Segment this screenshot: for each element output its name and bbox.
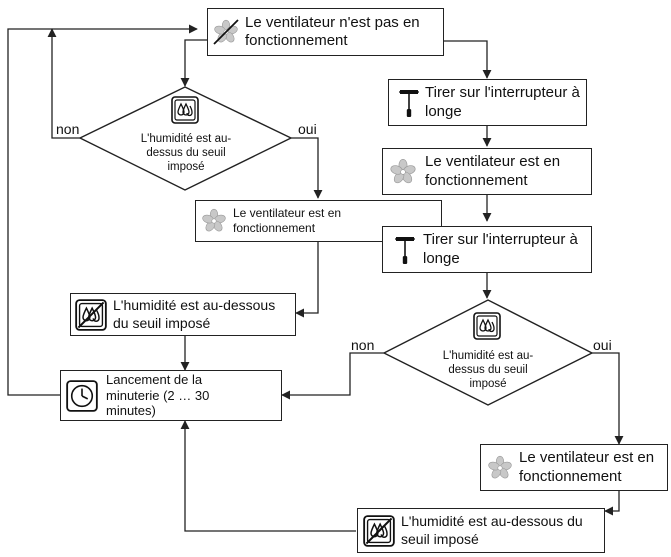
node-humidity-below-right-text: L'humidité est au-dessous du seuil impos… xyxy=(401,513,583,547)
node-fan-on-right-1: Le ventilateur est en fonctionnement xyxy=(382,148,592,195)
node-fan-on-right-2-text: Le ventilateur est en fonctionnement xyxy=(519,449,655,485)
pull-switch-icon-1 xyxy=(397,87,421,119)
edge-humidity-below-right-to-timer xyxy=(180,420,356,532)
node-fan-on-right-1-text: Le ventilateur est en fonctionnement xyxy=(425,153,561,189)
label-no-right: non xyxy=(351,337,375,353)
decision-diamond-left xyxy=(78,86,293,191)
pull-switch-icon-2 xyxy=(393,234,417,266)
edge-fanoff-to-decision-left xyxy=(180,39,208,87)
decision-left-text: L'humidité est au-dessus du seuil imposé xyxy=(140,133,232,173)
node-fan-on-right-2: Le ventilateur est en fonctionnement xyxy=(480,444,668,491)
humidity-crossed-icon-left xyxy=(75,298,107,331)
node-fan-on-left-text: Le ventilateur est en fonctionnement xyxy=(233,206,342,235)
label-yes-right: oui xyxy=(593,337,612,353)
fan-on-right-icon-2 xyxy=(487,455,513,481)
node-humidity-below-left-text: L'humidité est au-dessous du seuil impos… xyxy=(113,297,276,331)
clock-icon xyxy=(66,379,98,412)
node-timer-text: Lancement de la minuterie (2 … 30 minute… xyxy=(106,371,210,419)
edge-fanoff-to-pull-switch-1 xyxy=(443,40,492,79)
humidity-icon-left xyxy=(171,96,199,129)
node-pull-switch-2: Tirer sur l'interrupteur à longe xyxy=(382,226,592,273)
edge-decision-left-no-to-fanoff xyxy=(47,28,80,139)
node-timer: Lancement de la minuterie (2 … 30 minute… xyxy=(60,370,282,421)
edge-decision-right-no-to-timer xyxy=(281,352,384,400)
node-humidity-below-right: L'humidité est au-dessous du seuil impos… xyxy=(357,508,605,553)
edge-decision-left-yes-to-fan-on xyxy=(291,137,323,199)
decision-diamond-right xyxy=(382,299,594,406)
node-pull-switch-2-text: Tirer sur l'interrupteur à longe xyxy=(423,231,578,267)
label-yes-left: oui xyxy=(298,121,317,137)
fan-on-right-icon-1 xyxy=(389,158,417,186)
edge-fan-on-right2-to-humidity-below xyxy=(604,491,620,516)
node-fan-off: Le ventilateur n'est pas en fonctionneme… xyxy=(207,8,444,56)
node-pull-switch-1-text: Tirer sur l'interrupteur à longe xyxy=(425,84,580,120)
decision-right-text: L'humidité est au-dessus du seuil imposé xyxy=(442,350,534,390)
label-no-left: non xyxy=(56,121,80,137)
fan-on-left-icon xyxy=(201,208,227,234)
node-pull-switch-1: Tirer sur l'interrupteur à longe xyxy=(388,79,587,126)
edge-fan-on-left-to-humidity-below xyxy=(295,242,319,318)
node-humidity-below-left: L'humidité est au-dessous du seuil impos… xyxy=(70,293,296,336)
humidity-crossed-icon-right xyxy=(363,514,395,547)
node-fan-off-text: Le ventilateur n'est pas en fonctionneme… xyxy=(245,13,420,49)
edge-decision-right-yes-to-fan-on xyxy=(592,352,624,445)
fan-off-icon xyxy=(213,19,239,45)
humidity-icon-right xyxy=(473,312,501,345)
edge-timer-to-fanoff xyxy=(7,24,198,396)
node-fan-on-left: Le ventilateur est en fonctionnement xyxy=(195,200,442,242)
